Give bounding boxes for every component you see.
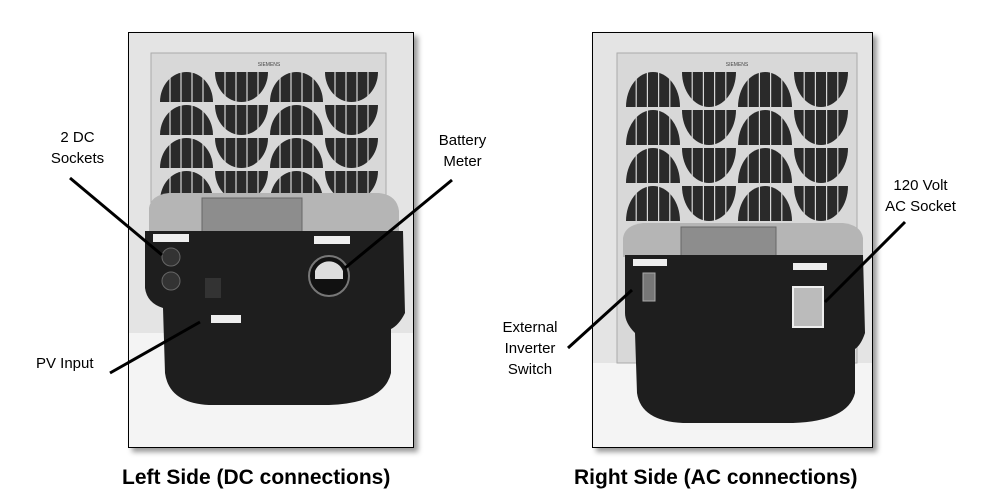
label-line: PV Input [36, 355, 94, 372]
label-line: 120 Volt [893, 177, 948, 194]
solar-cell [325, 105, 378, 135]
dc-socket-1 [161, 247, 181, 267]
solar-cell [682, 186, 736, 221]
label-line: Sockets [50, 150, 105, 167]
label-battery-meter: Battery Meter [425, 130, 500, 172]
label-pv-input: PV Input [36, 353, 116, 374]
solar-generator-right-illustration: SIEMENS [593, 33, 872, 447]
solar-cell [325, 72, 378, 103]
label-line: AC Socket [885, 198, 956, 215]
panel-brand: SIEMENS [258, 62, 281, 68]
pv-input-leader [109, 320, 201, 375]
solar-cell [626, 148, 680, 183]
solar-cell [738, 72, 792, 107]
solar-cell [794, 110, 848, 145]
dc-socket-2 [161, 271, 181, 291]
label-line: Battery [438, 132, 487, 149]
left-caption: Left Side (DC connections) [122, 466, 391, 489]
solar-cell [738, 186, 792, 221]
solar-cell [794, 148, 848, 183]
solar-cell [160, 72, 213, 102]
battery-meter-label-plate [314, 236, 350, 244]
solar-cell [682, 110, 736, 145]
solar-cell [626, 72, 680, 107]
battery-meter-leader [344, 178, 453, 270]
switch-label-plate [633, 259, 667, 266]
solar-cell [325, 138, 378, 168]
solar-cell [626, 110, 680, 145]
inverter-switch-leader [566, 288, 634, 350]
solar-cell [215, 72, 268, 103]
solar-cell [794, 186, 848, 221]
label-line: Meter [443, 153, 482, 170]
inverter-switch [642, 272, 656, 302]
solar-cell [626, 186, 680, 221]
right-caption: Right Side (AC connections) [574, 466, 858, 489]
ac-socket-label-plate [793, 263, 827, 270]
pv-input-label-plate [211, 315, 241, 323]
pv-input-jack [205, 278, 221, 298]
label-line: External [502, 319, 558, 336]
solar-cell [794, 72, 848, 107]
label-line: Switch [507, 361, 553, 378]
solar-cell [215, 138, 268, 168]
right-side-photo: SIEMENS [592, 32, 873, 448]
ac-socket [792, 286, 824, 328]
panel-brand: SIEMENS [726, 62, 749, 68]
solar-cell [738, 110, 792, 145]
solar-cell [160, 105, 213, 135]
label-dc-sockets: 2 DC Sockets [40, 127, 115, 169]
label-line: Inverter [504, 340, 556, 357]
solar-cell [270, 72, 323, 102]
label-inverter-switch: External Inverter Switch [490, 317, 570, 380]
ac-socket-leader [823, 220, 907, 304]
dc-sockets-label-plate [153, 234, 189, 242]
solar-cell [738, 148, 792, 183]
solar-cell [160, 138, 213, 168]
solar-cell [215, 105, 268, 135]
solar-cell [270, 138, 323, 168]
solar-generator-left-illustration: SIEMENS [129, 33, 413, 447]
solar-cell [270, 105, 323, 135]
left-side-photo: SIEMENS [128, 32, 414, 448]
solar-cell [682, 72, 736, 107]
label-ac-socket: 120 Volt AC Socket [878, 175, 963, 217]
solar-cell [682, 148, 736, 183]
dc-sockets-leader [69, 176, 163, 257]
label-line: 2 DC [60, 129, 95, 146]
